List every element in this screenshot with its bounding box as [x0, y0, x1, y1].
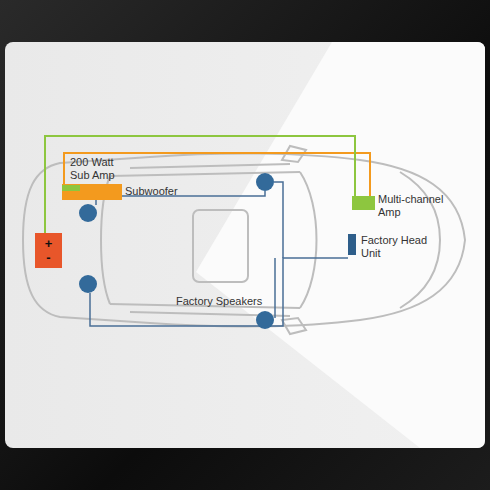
speaker-circle	[256, 173, 274, 191]
terminal-sign: -	[46, 251, 50, 265]
head-unit-box: Factory Head Unit	[348, 234, 356, 255]
battery-box: +-	[35, 233, 62, 268]
speaker-wires	[90, 182, 348, 326]
light-wedge	[196, 42, 485, 448]
component-label: Subwoofer	[125, 185, 195, 198]
car-outline	[23, 146, 465, 334]
terminal-sign: +	[45, 237, 53, 251]
sub-amp-box: 200 Watt Sub Amp	[62, 185, 80, 191]
speaker-circle	[79, 275, 97, 293]
multi-amp-box: Multi-channel Amp	[352, 196, 375, 210]
part-label: Factory Speakers	[176, 295, 262, 308]
speaker-circle	[256, 311, 274, 329]
power-wire	[45, 136, 355, 233]
panel	[5, 42, 485, 448]
component-label: Multi-channel Amp	[378, 193, 458, 219]
component-label: 200 Watt Sub Amp	[70, 156, 128, 182]
speaker-circle	[79, 204, 97, 222]
component-label: Factory Head Unit	[361, 234, 431, 260]
